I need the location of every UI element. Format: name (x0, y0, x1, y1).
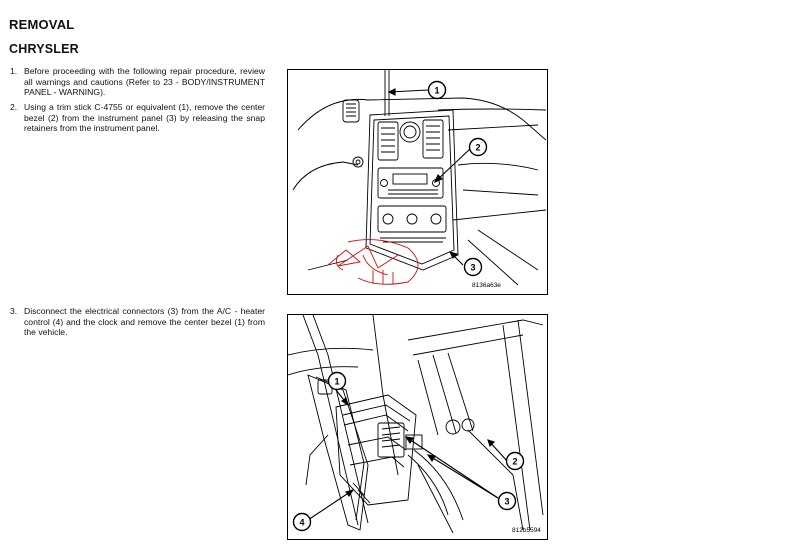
callout-4: 4 (292, 512, 312, 532)
subsection-title: CHRYSLER (9, 42, 79, 56)
figure-bezel-removal: 1 2 3 8136a63e (287, 69, 548, 295)
figure-id: 8136a63e (472, 282, 501, 289)
step-number: 3. (10, 306, 18, 316)
step-number: 1. (10, 66, 18, 76)
bezel-removal-illustration: 1 2 3 8136a63e (292, 70, 547, 289)
step-text: Using a trim stick C-4755 or equivalent … (24, 102, 265, 134)
step-2: 2. Using a trim stick C-4755 or equivale… (10, 102, 265, 134)
callout-3: 3 (497, 491, 517, 511)
step-text: Disconnect the electrical connectors (3)… (24, 306, 265, 338)
callout-1: 1 (427, 80, 447, 100)
step-1: 1. Before proceeding with the following … (10, 66, 265, 98)
callout-label: 2 (512, 457, 517, 467)
callout-label: 3 (504, 497, 509, 507)
step-number: 2. (10, 102, 18, 112)
callout-label: 2 (475, 143, 480, 153)
figure-connector-removal: 1 2 3 4 812b5594 (287, 314, 548, 540)
step-3: 3. Disconnect the electrical connectors … (10, 306, 265, 338)
red-annotation-marks (327, 239, 419, 285)
callout-label: 3 (470, 263, 475, 273)
connector-removal-illustration: 1 2 3 4 812b5594 (288, 315, 544, 534)
step-text: Before proceeding with the following rep… (24, 66, 265, 98)
callout-label: 1 (334, 377, 339, 387)
callout-2: 2 (505, 451, 525, 471)
figure-id: 812b5594 (512, 527, 541, 534)
callout-label: 4 (299, 518, 304, 528)
callout-3: 3 (463, 257, 483, 277)
callout-2: 2 (468, 137, 488, 157)
callout-label: 1 (434, 86, 439, 96)
callout-1: 1 (327, 371, 347, 391)
section-title: REMOVAL (9, 17, 75, 32)
